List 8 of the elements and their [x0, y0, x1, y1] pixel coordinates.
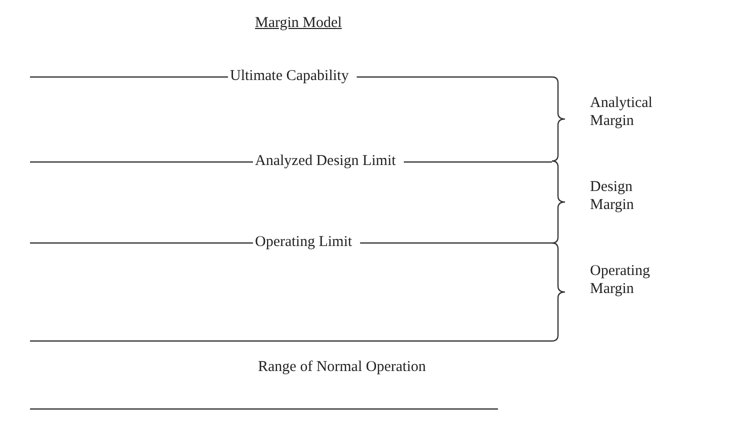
- margin-label: Design Margin: [590, 178, 635, 214]
- margin-label: Analytical Margin: [590, 94, 654, 130]
- range-label: Range of Normal Operation: [258, 358, 426, 376]
- level-label: Operating Limit: [255, 233, 352, 251]
- level-label: Ultimate Capability: [230, 67, 349, 85]
- diagram-title: Margin Model: [255, 14, 342, 32]
- level-label: Analyzed Design Limit: [255, 152, 396, 170]
- margin-label: Operating Margin: [590, 262, 651, 298]
